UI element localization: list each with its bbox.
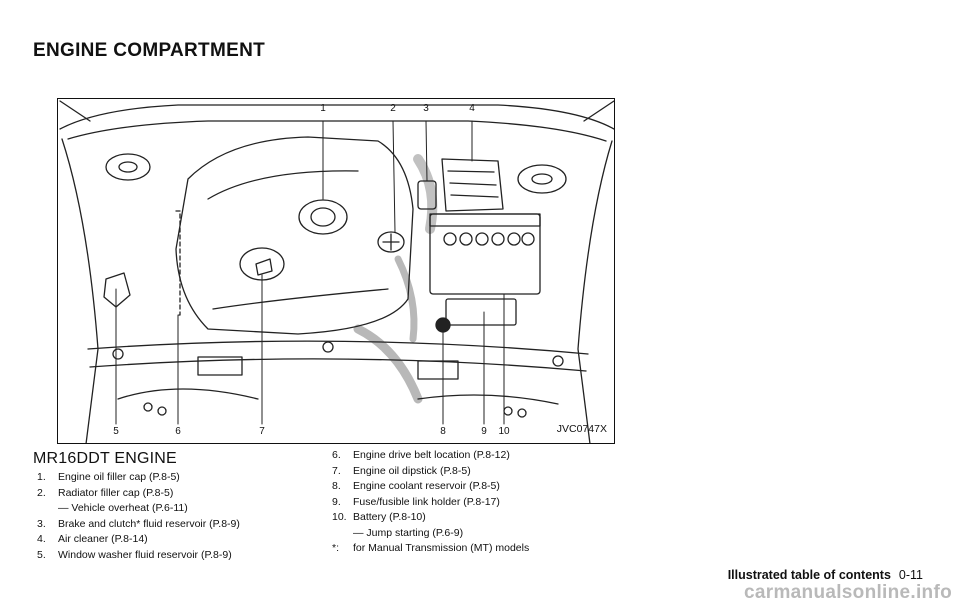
item-text: Window washer fluid reservoir (P.8-9) [58,548,232,561]
item-number: 2. [37,486,46,499]
engine-subheading: MR16DDT ENGINE [33,450,177,467]
item-text: Battery (P.8-10) [353,511,426,523]
list-item: 2. Radiator filler cap (P.8-5) [37,486,240,502]
list-subitem: — Jump starting (P.6-9) [353,526,464,539]
item-text: for Manual Transmission (MT) models [353,542,530,554]
item-text: Fuse/fusible link holder (P.8-17) [353,495,500,508]
item-text: Brake and clutch* fluid reservoir (P.8-9… [58,517,240,530]
callout-5: 5 [113,426,119,437]
list-item: 5. Window washer fluid reservoir (P.8-9) [37,548,240,564]
list-item: 4. Air cleaner (P.8-14) [37,532,240,548]
item-text: Radiator filler cap (P.8-5) [58,486,174,499]
callout-8: 8 [440,426,446,437]
item-text: Air cleaner (P.8-14) [58,533,148,545]
engine-compartment-figure: 1 2 3 4 5 6 7 8 9 10 JVC0747X [57,98,615,444]
item-text: Engine oil filler cap (P.8-5) [58,471,180,483]
callout-3: 3 [423,103,429,114]
item-number: *: [332,542,340,554]
callout-10: 10 [498,426,510,437]
list-item: 9. Fuse/fusible link holder (P.8-17) [332,495,529,511]
list-subitem: — Vehicle overheat (P.6-11) [58,502,188,514]
watermark: carmanualsonline.info [744,582,952,603]
component-list-left: 1. Engine oil filler cap (P.8-5) 2. Radiat… [37,470,240,563]
item-number: 8. [332,480,341,492]
item-number: 10. [332,511,347,523]
item-number: 3. [37,517,46,530]
list-item: 6. Engine drive belt location (P.8-12) [332,448,529,464]
list-item: 3. Brake and clutch* fluid reservoir (P.8… [37,517,240,533]
list-item: *: for Manual Transmission (MT) models [332,541,529,557]
page-number: 0-11 [898,568,923,582]
list-item: 10. Battery (P.8-10) [332,510,529,526]
engine-illustration [59,100,614,443]
item-number: 7. [332,464,341,477]
page-footer: Illustrated table of contents 0-11 [728,568,923,582]
item-number: 6. [332,449,341,461]
list-item: 1. Engine oil filler cap (P.8-5) [37,470,240,486]
callout-2: 2 [390,103,396,114]
item-text: Engine drive belt location (P.8-12) [353,449,510,461]
callout-4: 4 [469,103,475,114]
callout-1: 1 [320,103,326,114]
component-list-right: 6. Engine drive belt location (P.8-12) 7.… [332,448,529,557]
figure-code: JVC0747X [556,423,607,435]
section-heading: ENGINE COMPARTMENT [33,40,265,61]
list-item: 8. Engine coolant reservoir (P.8-5) [332,479,529,495]
callout-9: 9 [481,426,487,437]
item-number: 1. [37,471,46,483]
footer-title: Illustrated table of contents [727,568,891,582]
callout-7: 7 [259,426,265,437]
item-number: 4. [37,533,46,545]
item-text: Engine oil dipstick (P.8-5) [353,464,471,477]
list-item: 7. Engine oil dipstick (P.8-5) [332,464,529,480]
item-number: 5. [37,548,46,561]
item-text: Engine coolant reservoir (P.8-5) [353,480,500,492]
callout-6: 6 [175,426,181,437]
item-number: 9. [332,495,341,508]
